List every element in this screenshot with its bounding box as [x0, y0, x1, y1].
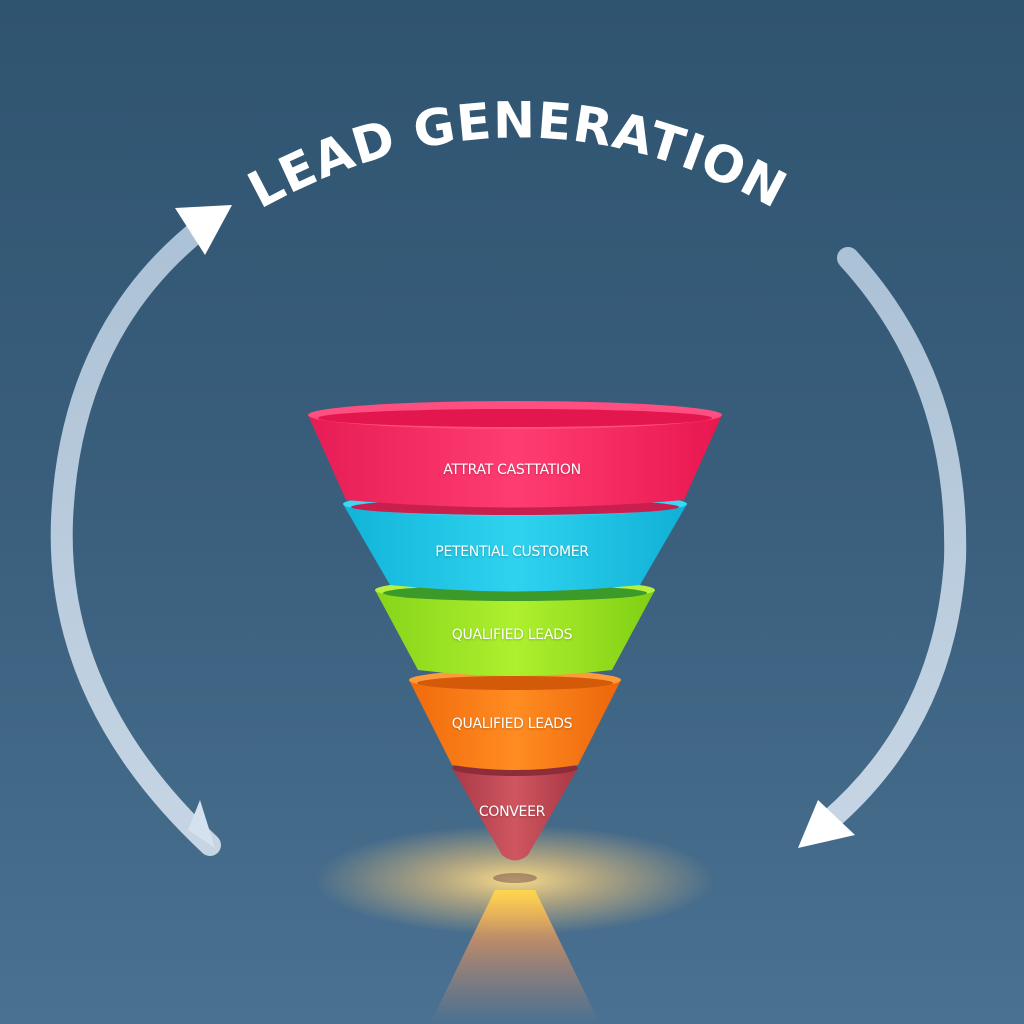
- funnel-stage-1: [308, 401, 722, 508]
- right-cycle-arrow-icon: [798, 247, 967, 848]
- stage-5-label: CONVEER: [478, 804, 546, 820]
- funnel: [308, 401, 722, 861]
- stage-1-label: ATTRAT CASTTATION: [443, 462, 581, 478]
- stage-4-label: QUALIFIED LEADS: [451, 716, 573, 732]
- stage-3-label: QUALIFIED LEADS: [451, 627, 573, 643]
- left-cycle-arrow-icon: [50, 205, 232, 856]
- light-beam: [430, 890, 600, 1024]
- funnel-stage-4: [409, 670, 621, 770]
- funnel-shadow: [493, 873, 537, 883]
- stage-2-label: PETENTIAL CUSTOMER: [435, 544, 589, 560]
- title: LEAD GENERATION: [239, 91, 796, 219]
